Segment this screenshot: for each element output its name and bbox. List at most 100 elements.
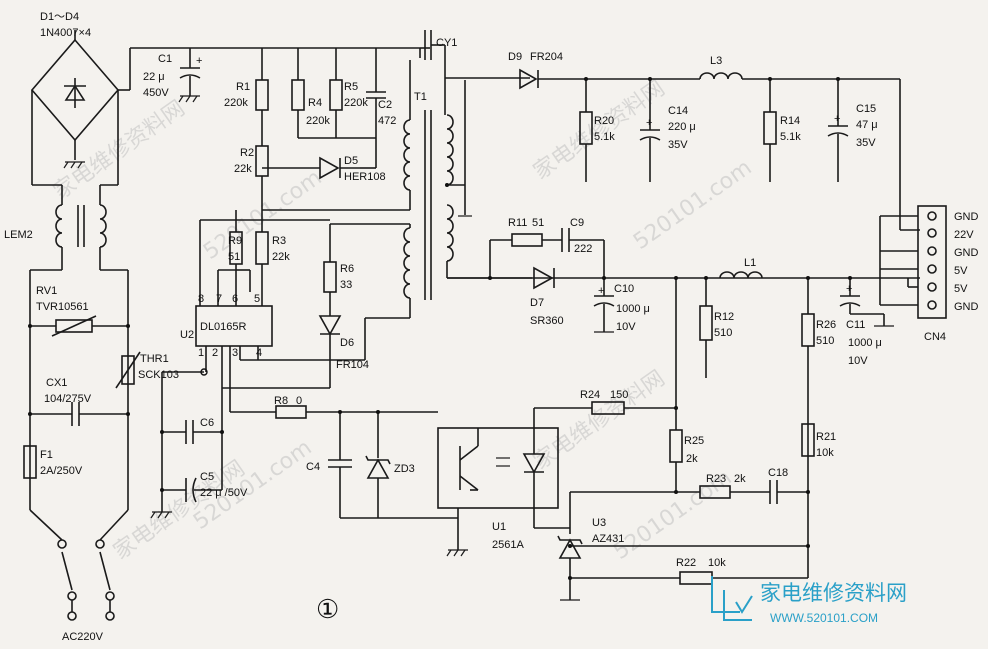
label-r3-val: 22k bbox=[272, 251, 290, 263]
cn4-pin-4: 5V bbox=[954, 265, 968, 277]
cn4-pin-5: 5V bbox=[954, 283, 968, 295]
label-zd3: ZD3 bbox=[394, 463, 415, 475]
aux-supply bbox=[318, 224, 342, 388]
label-u2-part: DL0165R bbox=[200, 321, 247, 333]
pin-4: 4 bbox=[256, 347, 262, 359]
pin-7: 7 bbox=[216, 293, 222, 305]
cn4-pin-6: GND bbox=[954, 301, 979, 313]
label-r4: R4 bbox=[308, 97, 322, 109]
label-r9-val: 51 bbox=[228, 251, 240, 263]
label-f1: F1 bbox=[40, 449, 53, 461]
bridge-rectifier bbox=[30, 30, 420, 185]
label-r5: R5 bbox=[344, 81, 358, 93]
label-c1: C1 bbox=[158, 53, 172, 65]
label-c2: C2 bbox=[378, 99, 392, 111]
label-c14-val1: 220 μ bbox=[668, 121, 696, 133]
label-c2-val: 472 bbox=[378, 115, 396, 127]
label-r6: R6 bbox=[340, 263, 354, 275]
label-c4: C4 bbox=[306, 461, 320, 473]
label-c1-val2: 450V bbox=[143, 87, 169, 99]
label-c11-val1: 1000 μ bbox=[848, 337, 882, 349]
label-cy1: CY1 bbox=[436, 37, 457, 49]
label-c15-val1: 47 μ bbox=[856, 119, 878, 131]
label-l3: L3 bbox=[710, 55, 722, 67]
label-cx1: CX1 bbox=[46, 377, 67, 389]
label-d9-part: FR204 bbox=[530, 51, 563, 63]
output-22v bbox=[519, 68, 920, 231]
label-c11-val2: 10V bbox=[848, 355, 868, 367]
label-r12-val: 510 bbox=[714, 327, 732, 339]
label-d5-part: HER108 bbox=[344, 171, 386, 183]
label-c9: C9 bbox=[570, 217, 584, 229]
label-r3: R3 bbox=[272, 235, 286, 247]
label-d7-part: SR360 bbox=[530, 315, 564, 327]
plus-c14: + bbox=[646, 117, 652, 129]
vcc-capacitors bbox=[150, 388, 224, 519]
label-t1: T1 bbox=[414, 91, 427, 103]
label-rv1: RV1 bbox=[36, 285, 57, 297]
plus-c10: + bbox=[598, 285, 604, 297]
label-r25: R25 bbox=[684, 435, 704, 447]
label-r24: R24 bbox=[580, 389, 600, 401]
label-r26: R26 bbox=[816, 319, 836, 331]
plus-c1: + bbox=[196, 55, 202, 67]
label-c9-val: 222 bbox=[574, 243, 592, 255]
label-r9: R9 bbox=[228, 235, 242, 247]
snubber-network bbox=[262, 48, 386, 180]
feedback-input bbox=[275, 405, 458, 519]
pin-1: 1 bbox=[198, 347, 204, 359]
connector-cn4 bbox=[879, 205, 947, 319]
site-logo: 家电维修资料网 WWW.520101.COM bbox=[711, 576, 907, 625]
output-5v-filter bbox=[674, 271, 894, 424]
label-r23: R23 bbox=[706, 473, 726, 485]
figure-number: ① bbox=[316, 595, 339, 624]
pin-3: 3 bbox=[232, 347, 238, 359]
label-ac: AC220V bbox=[62, 631, 104, 643]
label-r26-val: 510 bbox=[816, 335, 834, 347]
label-u3: U3 bbox=[592, 517, 606, 529]
choke-lem2 bbox=[29, 95, 129, 510]
label-r5-val: 220k bbox=[344, 97, 368, 109]
label-lem2: LEM2 bbox=[4, 229, 33, 241]
label-r4-val: 220k bbox=[306, 115, 330, 127]
feedback-network bbox=[534, 401, 815, 601]
label-r22-val: 10k bbox=[708, 557, 726, 569]
controller-u2 bbox=[161, 210, 366, 512]
plus-c11: + bbox=[846, 283, 852, 295]
label-r20: R20 bbox=[594, 115, 614, 127]
label-d1d4-part: 1N4007×4 bbox=[40, 27, 91, 39]
output-5v-rectifier bbox=[447, 228, 615, 333]
optocoupler-u1 bbox=[437, 408, 570, 557]
label-c5-val: 22 μ /50V bbox=[200, 487, 248, 499]
label-r1: R1 bbox=[236, 81, 250, 93]
label-r14-val: 5.1k bbox=[780, 131, 801, 143]
label-u3-part: AZ431 bbox=[592, 533, 624, 545]
plus-c15: + bbox=[834, 113, 840, 125]
label-u1-part: 2561A bbox=[492, 539, 524, 551]
label-l1: L1 bbox=[744, 257, 756, 269]
logo-url: WWW.520101.COM bbox=[770, 611, 878, 625]
label-r21-val: 10k bbox=[816, 447, 834, 459]
label-r25-val: 2k bbox=[686, 453, 698, 465]
label-c11: C11 bbox=[846, 319, 865, 331]
label-d1d4: D1～D4 bbox=[40, 11, 79, 23]
resistor-r1-r2 bbox=[255, 48, 269, 292]
fuse-f1 bbox=[23, 445, 37, 479]
label-r11-val: 51 bbox=[532, 217, 544, 229]
label-r20-val: 5.1k bbox=[594, 131, 615, 143]
logo-name: 家电维修资料网 bbox=[760, 581, 907, 605]
label-c15-val2: 35V bbox=[856, 137, 876, 149]
pin-2: 2 bbox=[212, 347, 218, 359]
label-r12: R12 bbox=[714, 311, 734, 323]
capacitor-cx1 bbox=[28, 402, 130, 426]
pin-6: 6 bbox=[232, 293, 238, 305]
label-c10-val1: 1000 μ bbox=[616, 303, 650, 315]
ac-switches[interactable] bbox=[29, 509, 129, 621]
capacitor-c1 bbox=[178, 48, 201, 103]
label-c14-val2: 35V bbox=[668, 139, 688, 151]
varistor-rv1 bbox=[28, 315, 130, 337]
label-thr1-part: SCK103 bbox=[138, 369, 179, 381]
watermark-cn: 家电维修资料网 bbox=[49, 96, 190, 205]
